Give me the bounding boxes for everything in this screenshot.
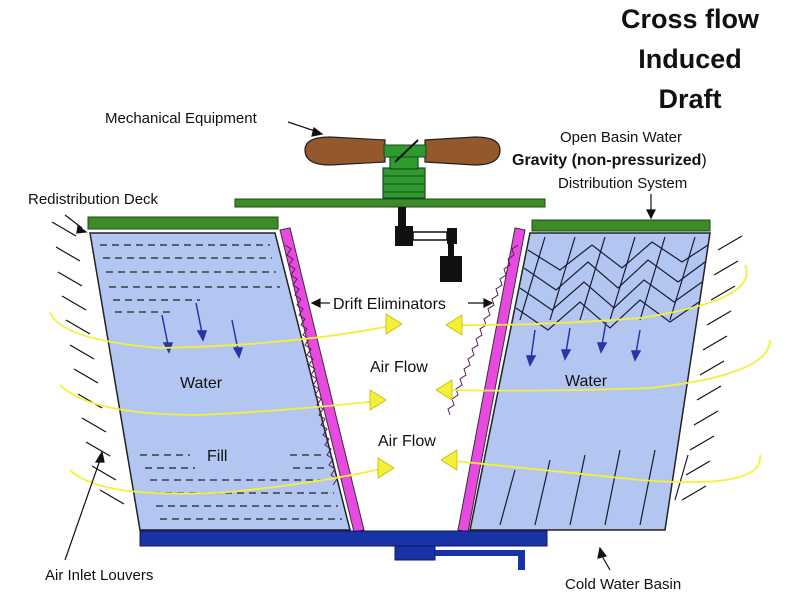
label-distribution-system: Distribution System (558, 175, 687, 192)
label-open-basin-line2: Gravity (non-pressurized) (512, 152, 707, 169)
left-redistribution-deck (87, 216, 279, 230)
title-line-1: Cross flow (621, 4, 760, 34)
label-cold-water-basin: Cold Water Basin (565, 576, 681, 593)
label-open-basin-bold: Gravity (non-pressurized (512, 152, 701, 169)
left-fill-pack (89, 232, 351, 531)
label-air-inlet-louvers: Air Inlet Louvers (45, 567, 153, 584)
title-line-2: Induced (638, 44, 742, 74)
label-redistribution-deck: Redistribution Deck (28, 191, 159, 208)
right-air-inlet-louvers (681, 235, 743, 501)
right-distribution-deck (531, 219, 711, 232)
label-fill: Fill (207, 448, 227, 465)
leader-lines (64, 121, 656, 571)
label-mechanical-equipment: Mechanical Equipment (105, 110, 258, 127)
cold-water-basin (139, 530, 548, 570)
label-water-left: Water (180, 375, 223, 392)
label-drift-eliminators: Drift Eliminators (333, 296, 446, 313)
motor-assembly (382, 154, 426, 199)
left-air-inlet-louvers (51, 221, 125, 505)
label-air-flow-top: Air Flow (370, 359, 428, 376)
airflow-streams (49, 264, 771, 495)
right-fill-lower-lines (499, 449, 689, 526)
label-open-basin-line1: Open Basin Water (560, 129, 682, 146)
fan-blades (304, 136, 501, 166)
right-fill-chevrons (515, 236, 709, 331)
motor-shaft (398, 207, 406, 227)
title-line-3: Draft (658, 84, 721, 114)
airflow-arrowheads (369, 313, 463, 479)
gear-reducer-drive (395, 226, 462, 282)
label-water-right: Water (565, 373, 608, 390)
right-water-drop-arrows (525, 321, 642, 367)
left-drift-eliminator (279, 227, 365, 533)
label-open-basin-paren: ) (701, 152, 706, 169)
fan-deck-platform (234, 198, 546, 208)
label-air-flow-bottom: Air Flow (378, 433, 436, 450)
